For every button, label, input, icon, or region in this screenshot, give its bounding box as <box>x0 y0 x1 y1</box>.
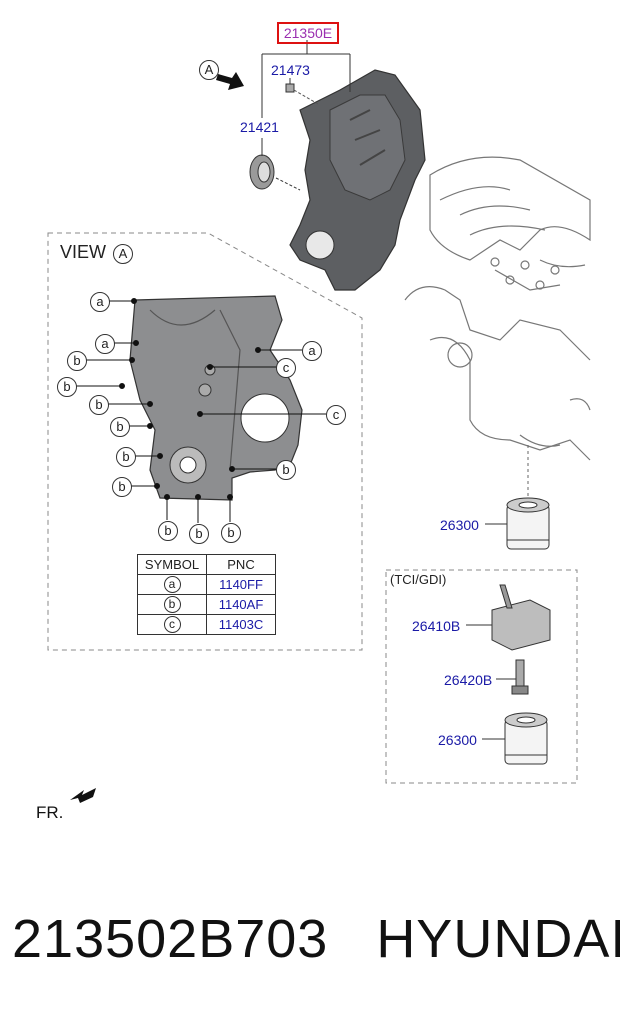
engine-block-outline <box>404 156 591 461</box>
callout-a: a <box>302 341 322 361</box>
footer-caption: 213502B703 HYUNDAI <box>12 908 620 970</box>
oil-filter-variant-illustration <box>482 712 548 765</box>
bolt-illustration <box>285 83 319 105</box>
cover-rear-view <box>129 295 303 501</box>
legend-row: a 1140FF <box>137 574 276 595</box>
bolt-part-code[interactable]: 21473 <box>271 62 310 78</box>
cooler-bolt-illustration <box>496 659 529 695</box>
seal-part-code[interactable]: 21421 <box>240 119 279 135</box>
callout-b: b <box>112 477 132 497</box>
legend-row: c 11403C <box>137 614 276 635</box>
main-part-code[interactable]: 21350E <box>277 22 339 44</box>
callout-leaders <box>76 298 326 523</box>
callout-b: b <box>116 447 136 467</box>
oil-filter-part-code[interactable]: 26300 <box>440 517 479 533</box>
callout-a: a <box>95 334 115 354</box>
legend-row: b 1140AF <box>137 594 276 615</box>
variant-oil-filter-part-code[interactable]: 26300 <box>438 732 477 748</box>
front-direction-label: FR. <box>36 803 64 822</box>
callout-a: a <box>90 292 110 312</box>
top-leader-lines <box>261 40 351 191</box>
oil-filter-illustration <box>485 445 550 550</box>
callout-b: b <box>276 460 296 480</box>
front-arrow-icon <box>70 788 96 803</box>
callout-b: b <box>221 523 241 543</box>
callout-b: b <box>158 521 178 541</box>
oil-cooler-illustration <box>466 584 551 651</box>
symbol-legend-table: SYMBOL PNC a 1140FF b 1140AF c 11403C <box>137 554 276 635</box>
view-arrow-icon <box>216 72 244 90</box>
variant-title: (TCI/GDI) <box>390 572 447 587</box>
oil-cooler-part-code[interactable]: 26410B <box>412 618 461 634</box>
callout-b: b <box>89 395 109 415</box>
legend-symbol: b <box>163 596 181 613</box>
cooler-bolt-part-code[interactable]: 26420B <box>444 672 493 688</box>
callout-b: b <box>67 351 87 371</box>
view-title: VIEW <box>60 242 107 262</box>
legend-header-pnc: PNC <box>206 554 276 575</box>
footer-brand: HYUNDAI <box>376 909 620 969</box>
oil-seal-illustration <box>249 154 275 190</box>
callout-c: c <box>326 405 346 425</box>
callout-c: c <box>276 358 296 378</box>
diagram-drawing <box>47 40 591 803</box>
legend-symbol: a <box>163 576 181 593</box>
view-ref-letter: A <box>199 60 219 80</box>
callout-b: b <box>110 417 130 437</box>
legend-pnc[interactable]: 1140AF <box>206 594 276 615</box>
callout-b: b <box>189 524 209 544</box>
legend-symbol: c <box>163 616 181 633</box>
legend-header-symbol: SYMBOL <box>137 554 207 575</box>
footer-part-number: 213502B703 <box>12 909 329 969</box>
legend-pnc[interactable]: 1140FF <box>206 574 276 595</box>
callout-b: b <box>57 377 77 397</box>
view-title-ref: A <box>113 244 133 264</box>
variant-frame <box>385 569 578 784</box>
timing-cover-illustration <box>289 69 426 291</box>
legend-pnc[interactable]: 11403C <box>206 614 276 635</box>
